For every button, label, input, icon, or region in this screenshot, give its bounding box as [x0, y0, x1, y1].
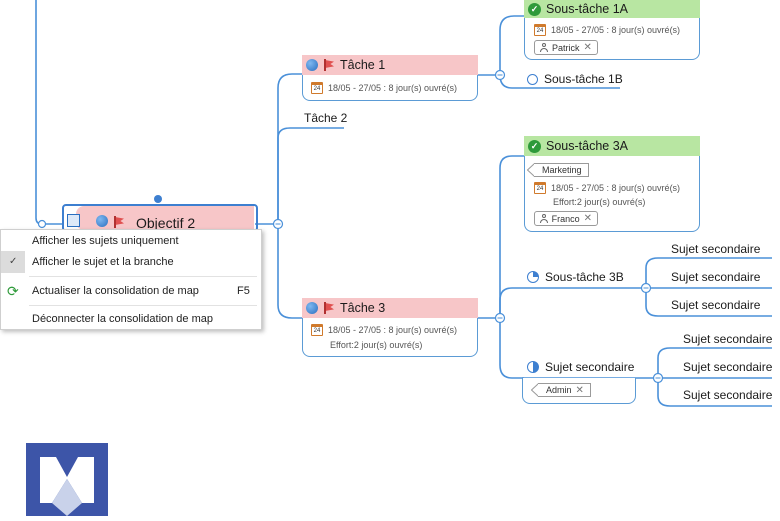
context-menu: Afficher les sujets uniquement ✓ Affiche…	[0, 229, 262, 330]
person-icon	[540, 43, 548, 52]
task-3-header[interactable]: Tâche 3	[302, 298, 478, 318]
subtopic-3b-3[interactable]: Sujet secondaire	[671, 298, 761, 312]
task-3-title: Tâche 3	[340, 301, 386, 315]
task-1-details	[302, 75, 478, 101]
tag-point-icon	[531, 383, 539, 397]
calendar-icon: 24	[311, 324, 323, 336]
logo-mark-icon	[40, 457, 94, 516]
flag-icon	[323, 59, 335, 71]
resource-chip-franco[interactable]: Franco ✕	[534, 211, 598, 226]
task-3-dates-text: 18/05 - 27/05 : 8 jour(s) ouvré(s)	[328, 325, 458, 335]
subtask-3a-effort: Effort:2 jour(s) ouvré(s)	[553, 197, 646, 207]
task-1-dates-text: 18/05 - 27/05 : 8 jour(s) ouvré(s)	[328, 83, 458, 93]
person-icon	[540, 214, 548, 223]
menu-item-show-topic-and-branch[interactable]: ✓ Afficher le sujet et la branche	[1, 251, 261, 273]
subtask-3c-title: Sujet secondaire	[545, 360, 635, 374]
resource-chip-patrick[interactable]: Patrick ✕	[534, 40, 598, 55]
globe-icon	[96, 215, 108, 227]
subtask-3a-dates: 24 18/05 - 27/05 : 8 jour(s) ouvré(s)	[534, 182, 680, 194]
subtopic-3b-1[interactable]: Sujet secondaire	[671, 242, 761, 256]
subtask-1a-header[interactable]: ✓ Sous-tâche 1A	[524, 0, 700, 18]
app-logo	[26, 443, 108, 516]
subtask-1b[interactable]: Sous-tâche 1B	[527, 72, 623, 86]
task-1-dates: 24 18/05 - 27/05 : 8 jour(s) ouvré(s)	[311, 82, 457, 94]
task-2-title[interactable]: Tâche 2	[304, 111, 348, 125]
task-3-details	[302, 318, 478, 357]
refresh-icon: ⟳	[7, 283, 19, 299]
quarter-pie-icon	[527, 271, 539, 283]
subtopic-3c-2[interactable]: Sujet secondaire	[683, 360, 773, 374]
globe-icon	[306, 302, 318, 314]
calendar-icon: 24	[534, 24, 546, 36]
globe-icon	[306, 59, 318, 71]
remove-icon[interactable]: ✕	[583, 42, 592, 53]
task-3-effort: Effort:2 jour(s) ouvré(s)	[330, 340, 423, 350]
menu-item-show-topics-only[interactable]: Afficher les sujets uniquement	[1, 230, 261, 252]
menu-item-refresh-consolidation[interactable]: ⟳ Actualiser la consolidation de map F5	[1, 280, 261, 302]
menu-item-label: Afficher le sujet et la branche	[32, 256, 174, 268]
resource-name: Franco	[551, 213, 580, 224]
task-1-title: Tâche 1	[340, 58, 386, 72]
root-title: Objectif 2	[136, 215, 196, 231]
task-1-header[interactable]: Tâche 1	[302, 55, 478, 75]
menu-item-label: Actualiser la consolidation de map	[32, 285, 199, 297]
expand-handle-icon[interactable]	[154, 195, 162, 203]
remove-icon[interactable]: ✕	[583, 213, 592, 224]
menu-item-shortcut: F5	[237, 285, 250, 297]
empty-circle-icon	[527, 73, 538, 85]
tag-text: Admin	[546, 385, 572, 395]
menu-check-gutter	[1, 251, 25, 273]
subtask-1a-dates-text: 18/05 - 27/05 : 8 jour(s) ouvré(s)	[551, 25, 681, 35]
calendar-icon: 24	[534, 182, 546, 194]
remove-icon[interactable]: ✕	[575, 384, 584, 396]
subtopic-3c-1[interactable]: Sujet secondaire	[683, 332, 773, 346]
menu-item-label: Afficher les sujets uniquement	[32, 235, 179, 247]
calendar-icon: 24	[311, 82, 323, 94]
subtask-1b-title: Sous-tâche 1B	[544, 72, 623, 86]
tag-label: Admin✕	[538, 383, 591, 397]
menu-separator	[29, 276, 257, 277]
flag-icon	[113, 216, 125, 228]
menu-separator	[29, 305, 257, 306]
menu-item-disconnect-consolidation[interactable]: Déconnecter la consolidation de map	[1, 308, 261, 330]
subtask-1a-details	[524, 18, 700, 60]
checkmark-icon: ✓	[9, 256, 18, 267]
subtopic-3c-3[interactable]: Sujet secondaire	[683, 388, 773, 402]
tag-label: Marketing	[534, 163, 589, 177]
subtask-1a-dates: 24 18/05 - 27/05 : 8 jour(s) ouvré(s)	[534, 24, 680, 36]
subtask-3c[interactable]: Sujet secondaire	[527, 360, 634, 374]
menu-item-label: Déconnecter la consolidation de map	[32, 313, 214, 325]
subtopic-3b-2[interactable]: Sujet secondaire	[671, 270, 761, 284]
subtask-3b-title: Sous-tâche 3B	[545, 270, 624, 284]
flag-icon	[323, 302, 335, 314]
subtask-3a-header[interactable]: ✓ Sous-tâche 3A	[524, 136, 700, 156]
check-circle-icon: ✓	[528, 139, 541, 153]
subtask-3a-dates-text: 18/05 - 27/05 : 8 jour(s) ouvré(s)	[551, 183, 681, 193]
map-consolidation-icon[interactable]	[67, 214, 80, 227]
task-3-dates: 24 18/05 - 27/05 : 8 jour(s) ouvré(s)	[311, 324, 457, 336]
subtask-3b[interactable]: Sous-tâche 3B	[527, 270, 624, 284]
resource-name: Patrick	[552, 42, 580, 53]
subtask-3a-title: Sous-tâche 3A	[546, 139, 628, 153]
check-circle-icon: ✓	[528, 2, 541, 16]
half-pie-icon	[527, 361, 539, 373]
root-topic[interactable]: Objectif 2	[62, 195, 258, 232]
subtask-1a-title: Sous-tâche 1A	[546, 2, 628, 16]
tag-point-icon	[527, 163, 535, 177]
